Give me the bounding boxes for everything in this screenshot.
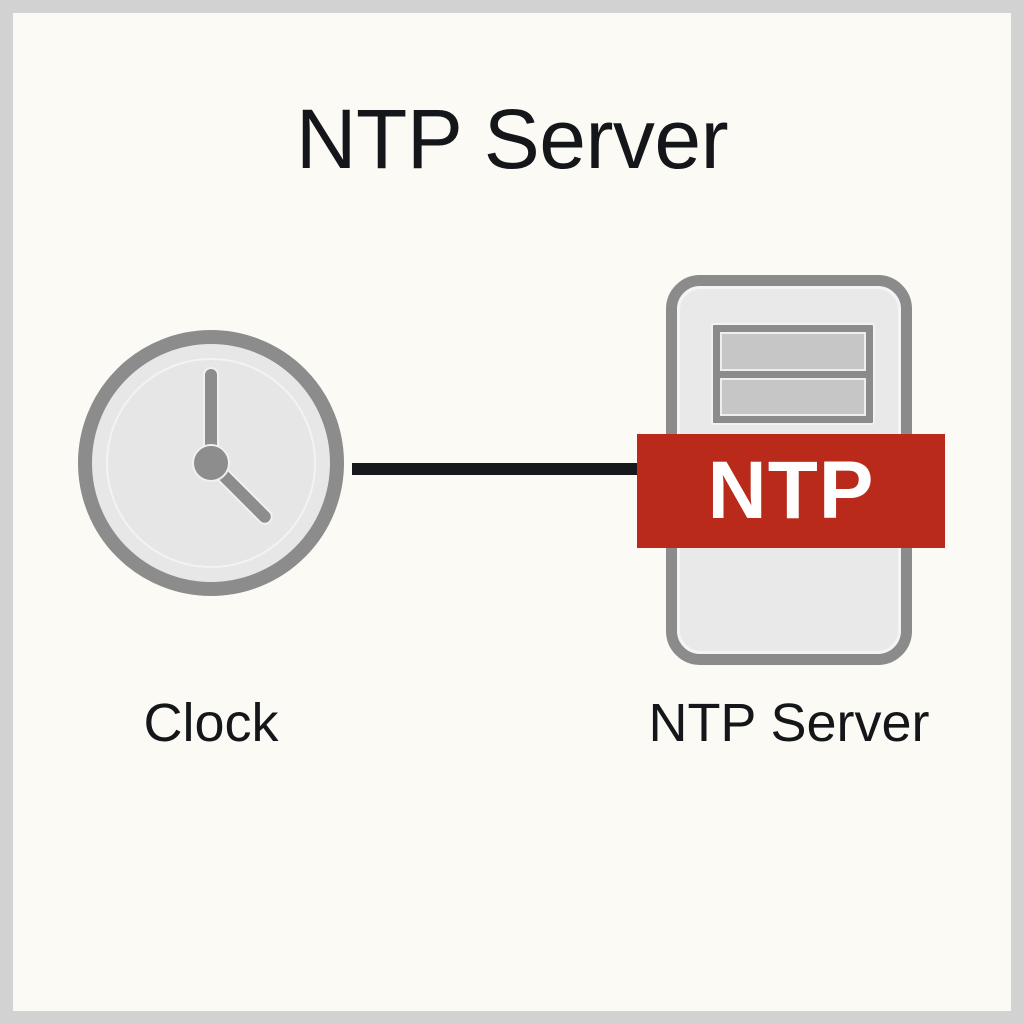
server-bay-slot: [720, 377, 866, 416]
ntp-banner: NTP: [637, 434, 945, 548]
ntp-banner-label: NTP: [707, 445, 875, 536]
server-bay-slot: [720, 332, 866, 371]
diagram-title: NTP Server: [295, 92, 729, 186]
clock-node: [78, 330, 344, 596]
connector-line-clock-to-server: [352, 463, 644, 475]
diagram-canvas: NTP Server Clock NTP NTP Server: [13, 13, 1011, 1011]
server-bay-panel: [711, 323, 875, 425]
clock-center-hub: [192, 444, 230, 482]
server-caption: NTP Server: [648, 693, 930, 753]
clock-caption: Clock: [143, 693, 279, 753]
